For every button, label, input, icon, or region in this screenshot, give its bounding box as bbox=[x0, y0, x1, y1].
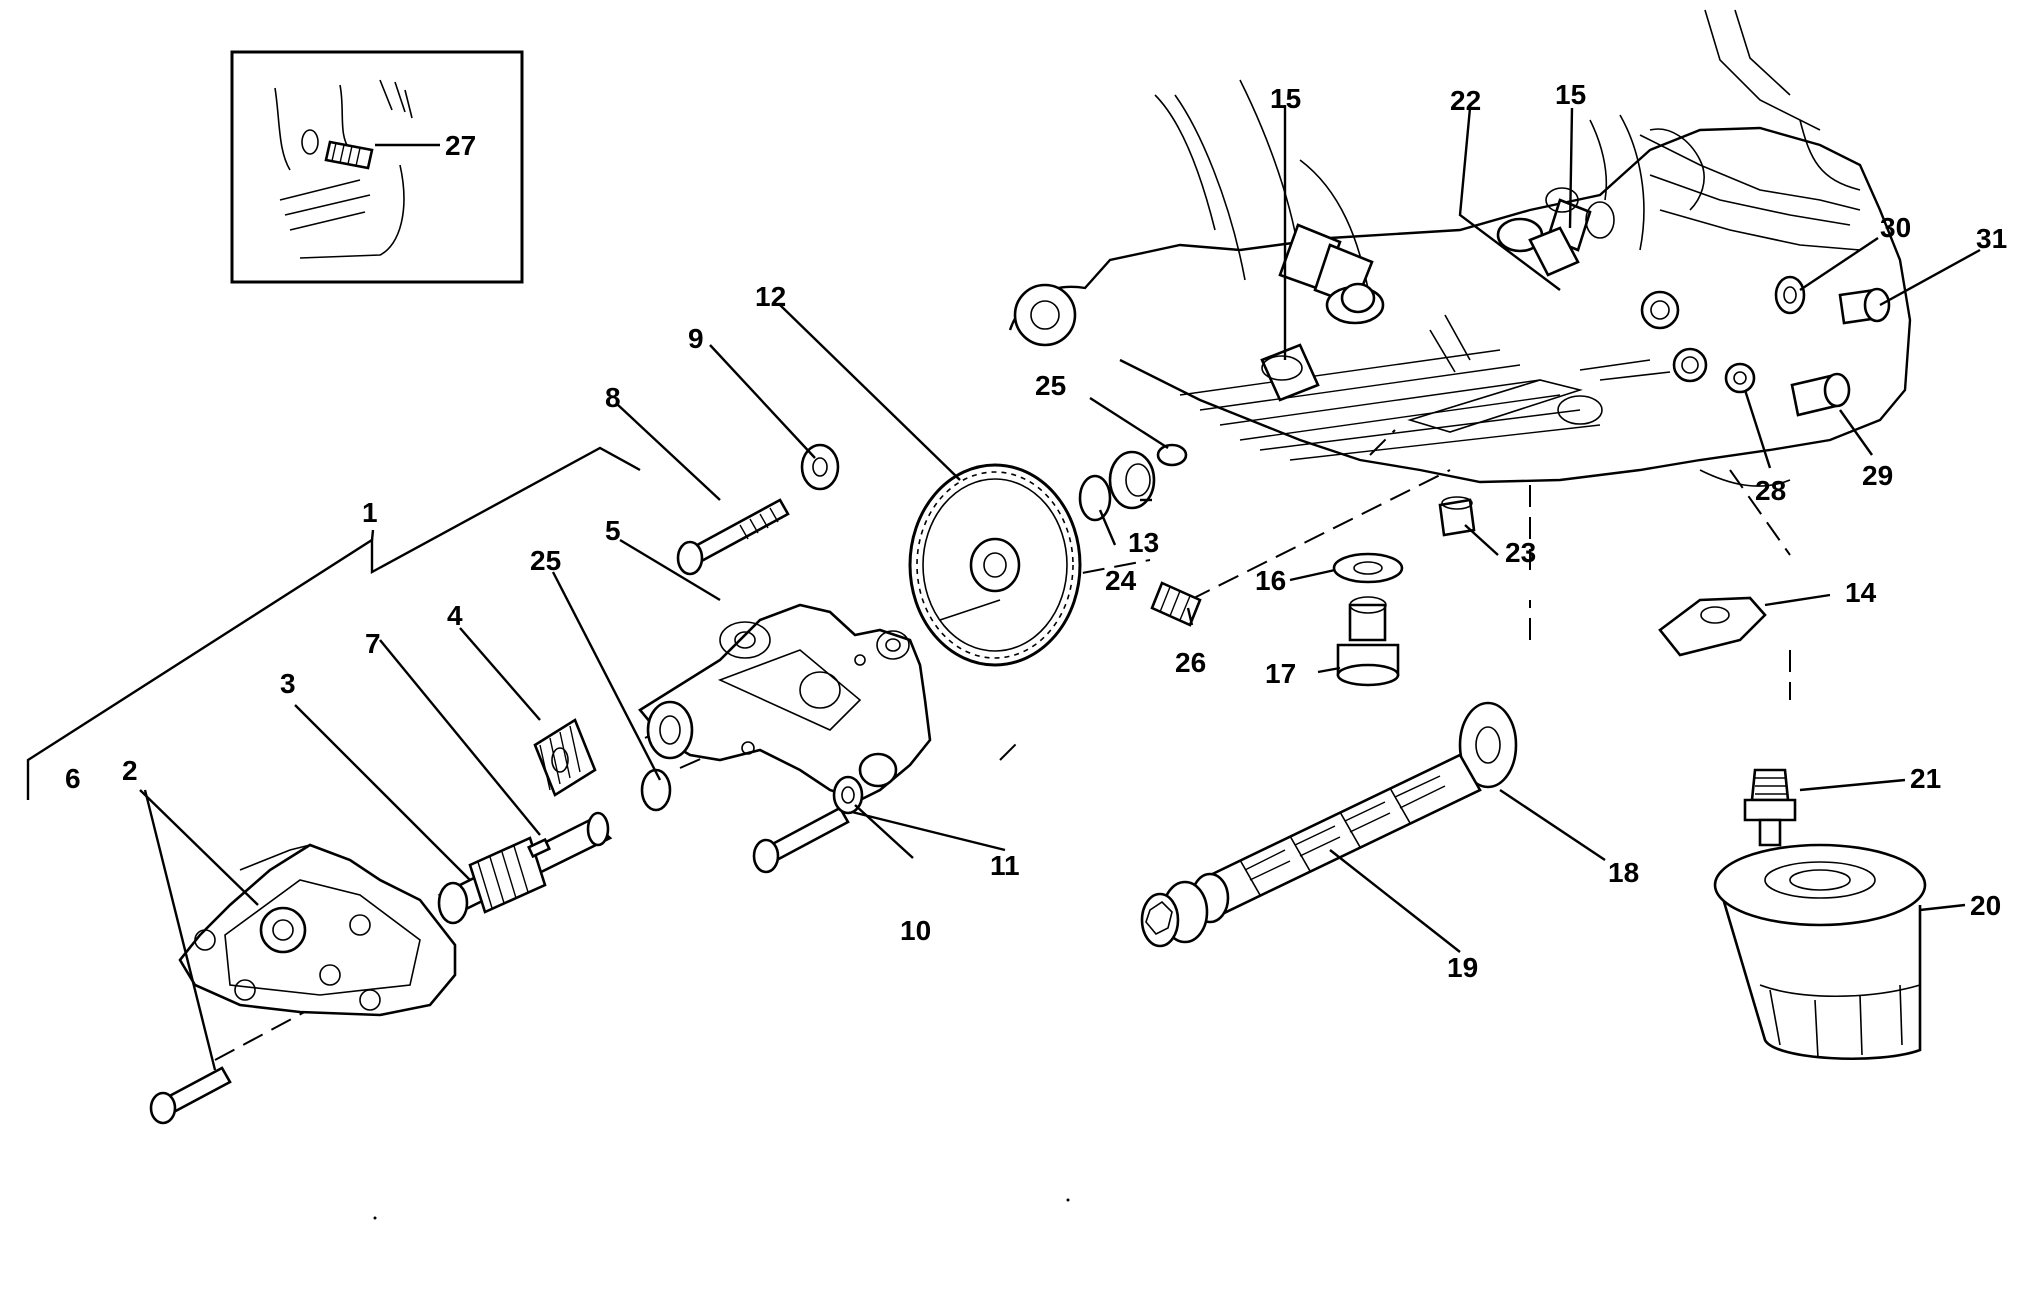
callout-14: 14 bbox=[1845, 577, 1877, 608]
callout-11: 11 bbox=[990, 850, 1020, 881]
o-ring-part-24 bbox=[1078, 474, 1112, 522]
spring-part-26 bbox=[1150, 581, 1202, 627]
bolt-part-10 bbox=[752, 806, 850, 874]
callout-28: 28 bbox=[1755, 475, 1786, 506]
plug-part-31 bbox=[1838, 287, 1891, 325]
callout-2: 2 bbox=[122, 755, 138, 786]
callout-13: 13 bbox=[1128, 527, 1159, 558]
callout-10: 10 bbox=[900, 915, 931, 946]
callout-8: 8 bbox=[605, 382, 621, 413]
o-ring-part-22 bbox=[1340, 282, 1376, 314]
pump-body-part-5 bbox=[638, 603, 932, 802]
callout-25b: 25 bbox=[1035, 370, 1066, 401]
callout-labels: 1 2 3 4 5 6 7 8 9 10 11 12 13 14 15 15 1… bbox=[65, 79, 2007, 983]
callout-27: 27 bbox=[445, 130, 476, 161]
plug-27-inset bbox=[324, 140, 374, 170]
key-part-7 bbox=[527, 837, 551, 859]
callout-20: 20 bbox=[1970, 890, 2001, 921]
drain-plug-part-17 bbox=[1336, 596, 1400, 687]
callout-5: 5 bbox=[605, 515, 621, 546]
callout-24: 24 bbox=[1105, 565, 1137, 596]
callout-22: 22 bbox=[1450, 85, 1481, 116]
circlip-part-25-left bbox=[640, 768, 672, 812]
callout-18: 18 bbox=[1608, 857, 1639, 888]
strainer-part-19 bbox=[1140, 753, 1482, 948]
plug-part-29 bbox=[1790, 372, 1851, 417]
drive-shaft-part-3 bbox=[437, 811, 613, 925]
callout-29: 29 bbox=[1862, 460, 1893, 491]
sleeve-part-15-left bbox=[1260, 343, 1320, 402]
callout-30: 30 bbox=[1880, 212, 1911, 243]
callout-21: 21 bbox=[1910, 763, 1941, 794]
engine-crankcase bbox=[1008, 9, 1912, 487]
callout-16: 16 bbox=[1255, 565, 1286, 596]
circlip-part-25-right bbox=[1156, 443, 1188, 467]
washer-part-30 bbox=[1774, 275, 1806, 315]
pump-cover-part-2 bbox=[178, 843, 457, 1017]
washer-part-16 bbox=[1332, 552, 1404, 584]
stray-dot bbox=[1066, 1198, 1070, 1202]
washer-part-18 bbox=[1458, 701, 1518, 789]
callout-15a: 15 bbox=[1270, 83, 1301, 114]
assembly-bracket-1 bbox=[26, 446, 641, 800]
callout-4: 4 bbox=[447, 600, 463, 631]
callout-12: 12 bbox=[755, 281, 786, 312]
callout-3: 3 bbox=[280, 668, 296, 699]
bolt-part-6 bbox=[149, 1066, 232, 1125]
nipple-part-21 bbox=[1743, 768, 1797, 847]
callout-17: 17 bbox=[1265, 658, 1296, 689]
stray-dot bbox=[373, 1216, 377, 1220]
leader-lines bbox=[139, 105, 1981, 1071]
bushing-part-13 bbox=[1108, 450, 1156, 510]
callout-6: 6 bbox=[65, 763, 81, 794]
callout-19: 19 bbox=[1447, 952, 1478, 983]
callout-23: 23 bbox=[1505, 537, 1536, 568]
callout-31: 31 bbox=[1976, 223, 2007, 254]
callout-1: 1 bbox=[362, 497, 378, 528]
gear-part-12 bbox=[908, 463, 1082, 667]
callout-26: 26 bbox=[1175, 647, 1206, 678]
bolt-part-8 bbox=[676, 498, 790, 576]
washer-part-9 bbox=[800, 443, 840, 491]
callout-25a: 25 bbox=[530, 545, 561, 576]
washer-part-11 bbox=[832, 775, 864, 815]
oil-filter-part-20 bbox=[1713, 843, 1927, 1060]
bracket-part-14 bbox=[1658, 596, 1767, 657]
callout-9: 9 bbox=[688, 323, 704, 354]
callout-15b: 15 bbox=[1555, 79, 1586, 110]
sleeve-part-15-right bbox=[1528, 226, 1580, 277]
inset-detail-box bbox=[230, 50, 524, 284]
pump-gear-part-4 bbox=[533, 718, 597, 797]
callout-7: 7 bbox=[365, 628, 381, 659]
washer-part-28 bbox=[1724, 362, 1756, 394]
